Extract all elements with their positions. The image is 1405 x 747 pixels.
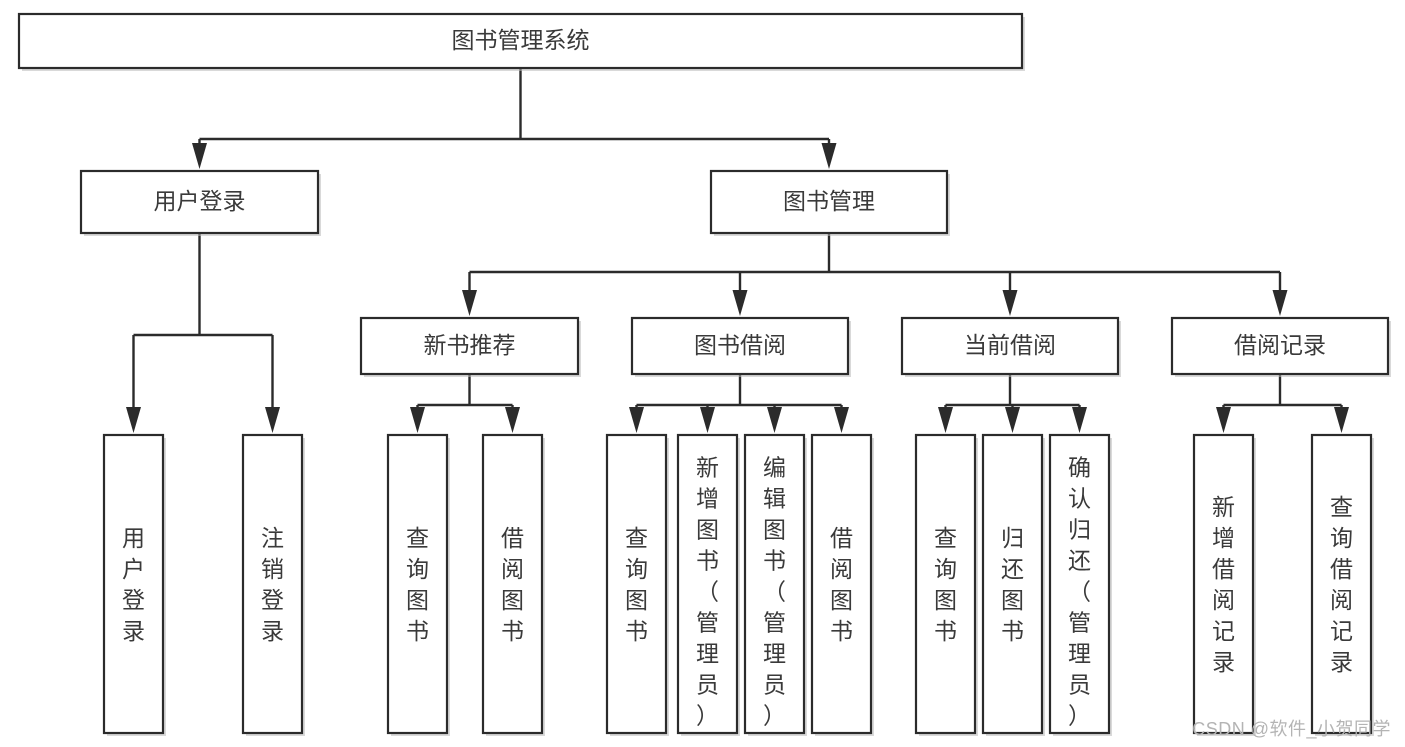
edge-arrowhead [732, 290, 748, 316]
node-box [359, 316, 580, 376]
node-box [241, 433, 304, 735]
node-leaf-borrow-book-1[interactable]: 借阅图书 [481, 433, 545, 736]
node-book-borrow[interactable]: 图书借阅 [630, 316, 851, 377]
edge-arrowhead [834, 407, 849, 433]
edge-arrowhead [265, 407, 280, 433]
node-leaf-borrow-book-2[interactable]: 借阅图书 [810, 433, 874, 736]
edge-arrowhead [821, 143, 837, 169]
node-label: 图书管理 [783, 188, 875, 214]
edge-arrowhead [629, 407, 644, 433]
node-leaf-edit-book[interactable]: 编辑图书（管理员） [743, 433, 807, 736]
node-current-borrow[interactable]: 当前借阅 [900, 316, 1121, 377]
node-label: 确认归还（管理员） [1068, 455, 1091, 729]
node-box [605, 433, 668, 735]
node-leaf-add-book[interactable]: 新增图书（管理员） [676, 433, 740, 736]
node-box [481, 433, 544, 735]
edge-arrowhead [700, 407, 715, 433]
node-label: 借阅图书 [830, 525, 853, 644]
node-box [1310, 433, 1373, 735]
node-label: 查询图书 [934, 525, 957, 644]
node-box [1170, 316, 1390, 376]
node-label: 查询借阅记录 [1330, 494, 1353, 675]
node-leaf-query-book-1[interactable]: 查询图书 [386, 433, 450, 736]
node-label: 图书管理系统 [452, 27, 590, 53]
edges-layer [126, 68, 1349, 433]
nodes-layer: 图书管理系统用户登录图书管理新书推荐图书借阅当前借阅借阅记录用户登录注销登录查询… [17, 12, 1391, 736]
node-borrow-record[interactable]: 借阅记录 [1170, 316, 1391, 377]
node-box [900, 316, 1120, 376]
edge-arrowhead [1005, 407, 1020, 433]
node-new-book-recommend[interactable]: 新书推荐 [359, 316, 581, 377]
node-box [676, 433, 739, 735]
node-leaf-add-record[interactable]: 新增借阅记录 [1192, 433, 1256, 736]
node-label: 注销登录 [261, 525, 284, 644]
node-label: 借阅图书 [501, 525, 524, 644]
node-label: 新增借阅记录 [1212, 494, 1235, 675]
node-label: 查询图书 [625, 525, 648, 644]
edge-arrowhead [1002, 290, 1018, 316]
edge-arrowhead [1272, 290, 1288, 316]
edge-arrowhead [767, 407, 782, 433]
node-leaf-user-login[interactable]: 用户登录 [102, 433, 166, 736]
node-leaf-query-record[interactable]: 查询借阅记录 [1310, 433, 1374, 736]
edge-arrowhead [126, 407, 141, 433]
node-label: 当前借阅 [964, 332, 1056, 358]
node-label: 新增图书（管理员） [696, 455, 719, 729]
edge-arrowhead [192, 143, 207, 169]
edge-arrowhead [938, 407, 953, 433]
node-box [709, 169, 949, 235]
node-box [386, 433, 449, 735]
node-label: 编辑图书（管理员） [763, 455, 786, 729]
node-leaf-query-book-2[interactable]: 查询图书 [605, 433, 669, 736]
edge-arrowhead [462, 290, 477, 316]
node-box [1192, 433, 1255, 735]
node-box [743, 433, 806, 735]
node-label: 新书推荐 [424, 332, 516, 358]
node-label: 用户登录 [154, 188, 246, 214]
edge-arrowhead [410, 407, 425, 433]
node-box [630, 316, 850, 376]
node-leaf-confirm-return[interactable]: 确认归还（管理员） [1048, 433, 1112, 736]
node-user-login[interactable]: 用户登录 [79, 169, 321, 236]
node-label: 借阅记录 [1234, 332, 1326, 358]
edge-arrowhead [1072, 407, 1087, 433]
node-label: 归还图书 [1001, 525, 1024, 644]
node-label: 图书借阅 [694, 332, 786, 358]
node-root[interactable]: 图书管理系统 [17, 12, 1025, 71]
node-label: 查询图书 [406, 525, 429, 644]
node-leaf-return-book[interactable]: 归还图书 [981, 433, 1045, 736]
edge-arrowhead [1334, 407, 1349, 433]
edge-arrowhead [505, 407, 520, 433]
node-box [1048, 433, 1111, 735]
node-label: 用户登录 [122, 525, 145, 644]
node-box [914, 433, 977, 735]
node-box [981, 433, 1044, 735]
node-box [810, 433, 873, 735]
edge-arrowhead [1216, 407, 1231, 433]
node-book-manage[interactable]: 图书管理 [709, 169, 950, 236]
node-box [102, 433, 165, 735]
node-box [79, 169, 320, 235]
node-box [17, 12, 1024, 70]
node-leaf-logout[interactable]: 注销登录 [241, 433, 305, 736]
node-leaf-query-book-3[interactable]: 查询图书 [914, 433, 978, 736]
